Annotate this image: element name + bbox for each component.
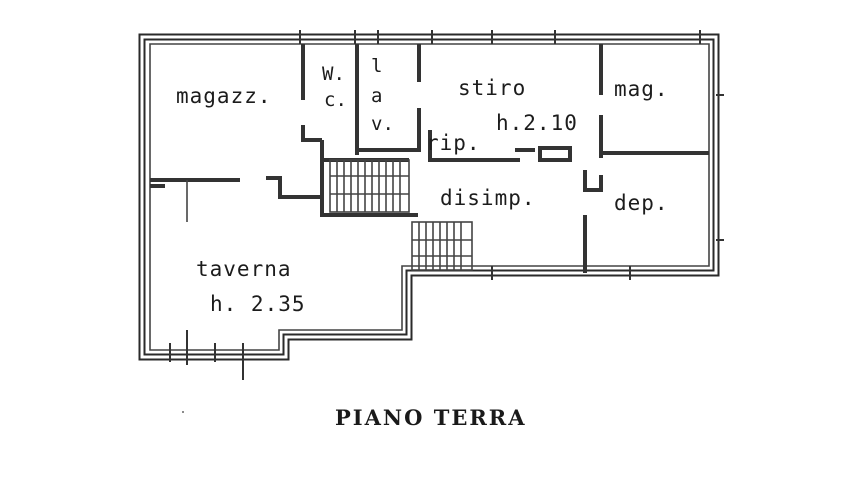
room-label-rip: rip. xyxy=(426,131,481,155)
wall-hatching xyxy=(169,30,724,380)
stray-dot xyxy=(182,411,184,413)
room-height-taverna: h. 2.35 xyxy=(210,292,306,316)
stair-upper xyxy=(329,159,410,213)
outer-walls xyxy=(138,33,720,361)
room-label-magazz: magazz. xyxy=(176,84,272,108)
stair-lower xyxy=(411,221,473,271)
room-label-taverna: taverna xyxy=(196,257,292,281)
room-label-wc-w: W. xyxy=(322,63,345,85)
room-label-disimp: disimp. xyxy=(440,186,536,210)
partitions xyxy=(150,44,709,273)
room-height-stiro: h.2.10 xyxy=(496,111,578,135)
room-label-dep: dep. xyxy=(614,191,669,215)
room-label-lav-v: v. xyxy=(371,113,394,135)
room-label-lav-a: a xyxy=(371,85,382,107)
room-label-wc-c: c. xyxy=(324,89,347,111)
room-label-mag: mag. xyxy=(614,77,669,101)
room-label-stiro: stiro xyxy=(458,76,526,100)
plan-caption: PIANO TERRA xyxy=(335,405,527,430)
room-label-lav-l: l xyxy=(371,55,382,77)
